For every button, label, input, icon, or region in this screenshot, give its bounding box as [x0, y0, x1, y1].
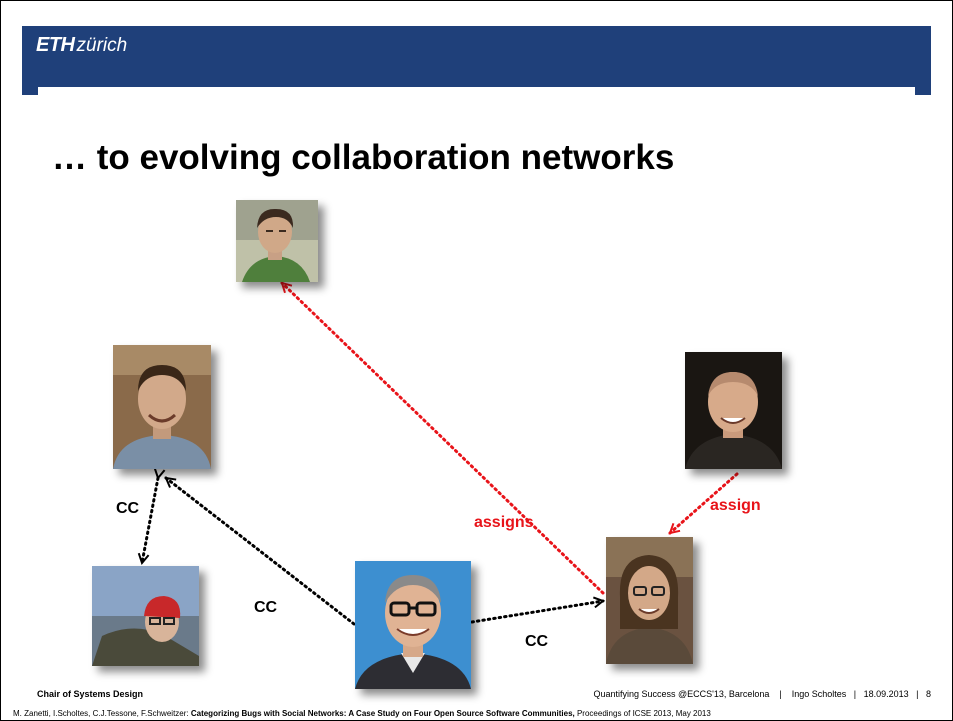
edge-assign: [670, 472, 739, 535]
developer-photo-right: [685, 352, 782, 469]
edge-cc-middle: [166, 476, 356, 626]
header-band: [22, 26, 931, 87]
developer-photo-bottom-right: [606, 537, 693, 664]
developer-photo-center: [355, 561, 471, 689]
logo-eth-text: ETH: [36, 34, 75, 56]
developer-photo-bottom-left: [92, 566, 199, 666]
citation-authors: M. Zanetti, I.Scholtes, C.J.Tessone, F.S…: [13, 709, 191, 718]
footer-info: Quantifying Success @ECCS'13, Barcelona …: [593, 689, 931, 699]
edge-label-assigns: assigns: [474, 514, 534, 531]
edge-label-cc-left: CC: [116, 500, 140, 517]
edge-label-cc-middle: CC: [254, 599, 278, 616]
citation: M. Zanetti, I.Scholtes, C.J.Tessone, F.S…: [0, 709, 953, 721]
edge-cc-left: [142, 478, 158, 563]
header-notch-right: [915, 87, 931, 95]
logo-zurich-text: zürich: [76, 35, 128, 56]
edge-assigns: [280, 281, 605, 595]
slide-title: … to evolving collaboration networks: [52, 138, 675, 177]
developer-photo-left: [113, 345, 211, 469]
edge-label-assign: assign: [710, 497, 761, 514]
citation-venue: Proceedings of ICSE 2013, May 2013: [574, 709, 711, 718]
header-notch-left: [22, 87, 38, 95]
footer-chair: Chair of Systems Design: [37, 689, 144, 699]
citation-title: Categorizing Bugs with Social Networks: …: [190, 709, 575, 718]
edge-cc-bottom: [470, 601, 603, 624]
developer-photo-top: [236, 200, 318, 282]
edge-label-cc-bottom: CC: [525, 633, 549, 650]
